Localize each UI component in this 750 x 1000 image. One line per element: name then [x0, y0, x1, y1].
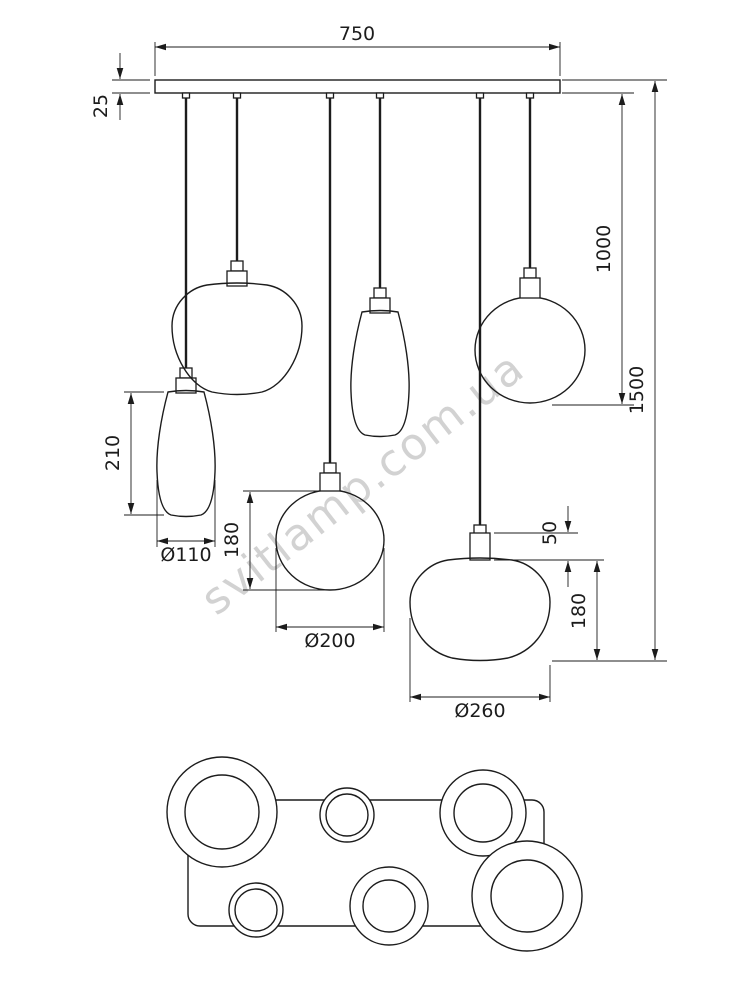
dim-holder-height-label: 50: [539, 521, 561, 545]
dim-vase-height-label: 210: [102, 435, 124, 471]
dimension-bell-height: 180: [568, 561, 601, 660]
dim-bell-diameter-label: Ø260: [454, 700, 505, 722]
dim-vase-diameter-label: Ø110: [160, 544, 211, 566]
pendant-bell-lower-right: [409, 98, 551, 662]
dimension-ball-height: 180: [221, 490, 330, 591]
dim-drop-height-label: 1000: [593, 225, 615, 273]
pendant-bell-upper-left: [171, 98, 303, 396]
dim-bar-thickness-label: 25: [90, 94, 112, 118]
dimension-holder-height: 50: [494, 506, 604, 587]
dim-ball-height-label: 180: [221, 522, 243, 558]
watermark-text: svitlamp.com.ua: [192, 342, 535, 626]
dim-ball-diameter-label: Ø200: [304, 630, 355, 652]
pendant-ball-center: [275, 98, 385, 591]
dimension-bar-width: 750: [154, 23, 561, 76]
dimension-bar-thickness: 25: [90, 53, 150, 120]
dimension-vase-diameter: Ø110: [156, 480, 216, 566]
dimension-drop-height: 1000: [552, 92, 634, 406]
dim-total-height-label: 1500: [626, 366, 648, 414]
pendant-vase-left: [156, 98, 216, 518]
pendant-vase-middle: [350, 98, 410, 438]
dimension-total-height: 1500: [552, 79, 667, 662]
dimension-bell-diameter: Ø260: [409, 618, 551, 722]
dim-bar-width-label: 750: [339, 23, 375, 45]
pendant-ball-right: [474, 98, 586, 404]
top-view-plan: [166, 756, 583, 952]
dim-bell-height-label: 180: [568, 593, 590, 629]
ceiling-bar: [154, 79, 561, 99]
dimension-vase-height: 210: [102, 391, 164, 516]
dimension-ball-diameter: Ø200: [275, 548, 385, 652]
